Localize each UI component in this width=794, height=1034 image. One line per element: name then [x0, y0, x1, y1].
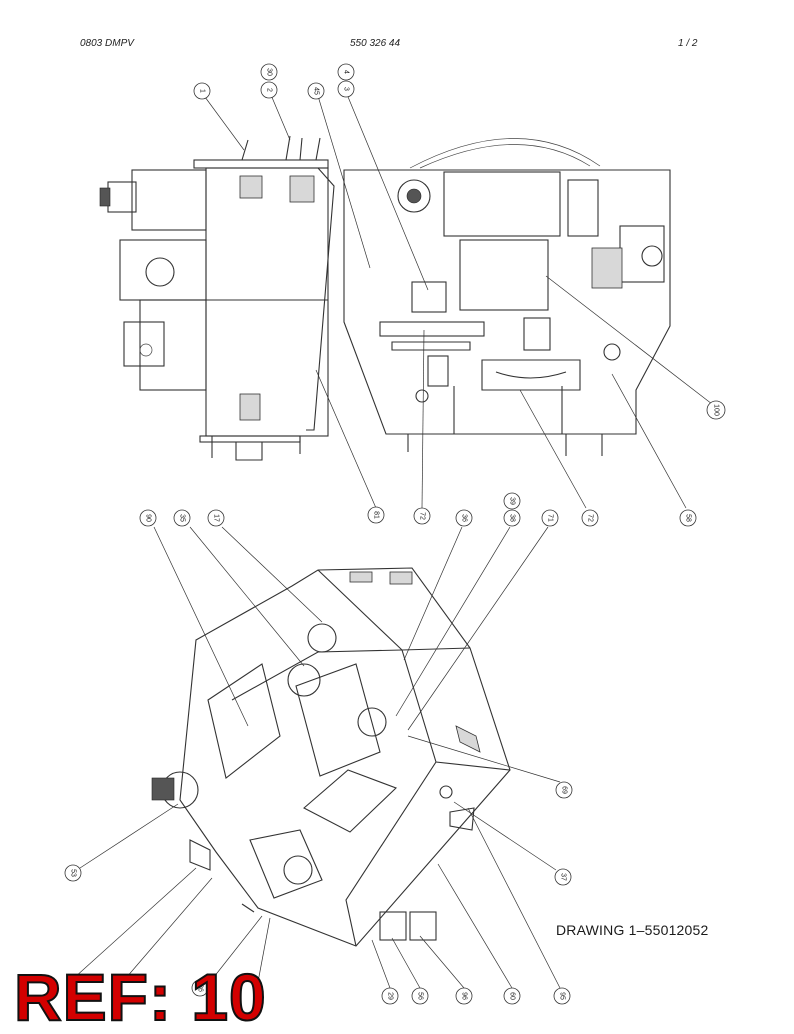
- callout-3: 3: [337, 80, 355, 98]
- callout-72b: 72: [581, 509, 599, 527]
- callout-30: 30: [260, 63, 278, 81]
- svg-text:100: 100: [713, 404, 720, 416]
- svg-text:38: 38: [509, 514, 516, 522]
- svg-text:45: 45: [313, 87, 320, 95]
- svg-text:69: 69: [561, 786, 568, 794]
- svg-text:36: 36: [197, 984, 204, 992]
- callout-38: 38: [503, 509, 521, 527]
- drawing-caption: DRAWING 1–55012052: [556, 922, 709, 938]
- callout-29: 29: [381, 987, 399, 1005]
- callout-39: 39: [503, 492, 521, 510]
- callout-bubbles: 1 30 2 45 4 3 100 81 72 39 72 58 90 35 1…: [64, 63, 726, 1005]
- callout-96: 96: [455, 987, 473, 1005]
- svg-text:81: 81: [373, 511, 380, 519]
- ref-stamp: REF: 10: [13, 960, 267, 1034]
- header-model: 0803 DMPV: [80, 38, 134, 49]
- svg-text:56: 56: [417, 992, 424, 1000]
- callout-2: 2: [260, 81, 278, 99]
- callout-1: 1: [193, 82, 211, 100]
- callout-53: 53: [64, 864, 82, 882]
- callout-95: 95: [553, 987, 571, 1005]
- callout-58: 58: [679, 509, 697, 527]
- isometric-view: [151, 567, 511, 947]
- callout-45: 45: [307, 82, 325, 100]
- callout-69: 69: [555, 781, 573, 799]
- svg-text:1: 1: [199, 89, 206, 93]
- callout-17: 17: [207, 509, 225, 527]
- svg-text:39: 39: [509, 497, 516, 505]
- svg-text:53: 53: [70, 869, 77, 877]
- callout-90: 90: [139, 509, 157, 527]
- svg-text:72: 72: [419, 512, 426, 520]
- svg-text:96: 96: [461, 992, 468, 1000]
- side-view: [99, 135, 335, 461]
- callout-37: 37: [554, 868, 572, 886]
- callout-4: 4: [337, 63, 355, 81]
- svg-text:60: 60: [509, 992, 516, 1000]
- callout-56: 56: [411, 987, 429, 1005]
- callout-60: 60: [503, 987, 521, 1005]
- svg-text:17: 17: [213, 514, 220, 522]
- svg-text:58: 58: [685, 514, 692, 522]
- svg-text:4: 4: [343, 70, 350, 74]
- front-view: [343, 138, 671, 456]
- svg-text:36: 36: [461, 514, 468, 522]
- svg-text:95: 95: [559, 992, 566, 1000]
- callout-71: 71: [541, 509, 559, 527]
- callout-35: 35: [173, 509, 191, 527]
- svg-text:72: 72: [587, 514, 594, 522]
- svg-text:30: 30: [266, 68, 273, 76]
- svg-text:37: 37: [560, 873, 567, 881]
- svg-text:29: 29: [387, 992, 394, 1000]
- leader-lines: [73, 91, 713, 989]
- callout-100: 100: [706, 400, 726, 420]
- callout-36b: 36: [191, 979, 209, 997]
- svg-text:90: 90: [145, 514, 152, 522]
- header-page-number: 1 / 2: [678, 38, 698, 49]
- svg-text:2: 2: [266, 88, 273, 92]
- callout-72a: 72: [413, 507, 431, 525]
- callout-81: 81: [367, 506, 385, 524]
- header-part-number: 550 326 44: [350, 38, 401, 49]
- svg-text:3: 3: [343, 87, 350, 91]
- callout-36: 36: [455, 509, 473, 527]
- svg-text:71: 71: [547, 514, 554, 522]
- svg-text:35: 35: [179, 514, 186, 522]
